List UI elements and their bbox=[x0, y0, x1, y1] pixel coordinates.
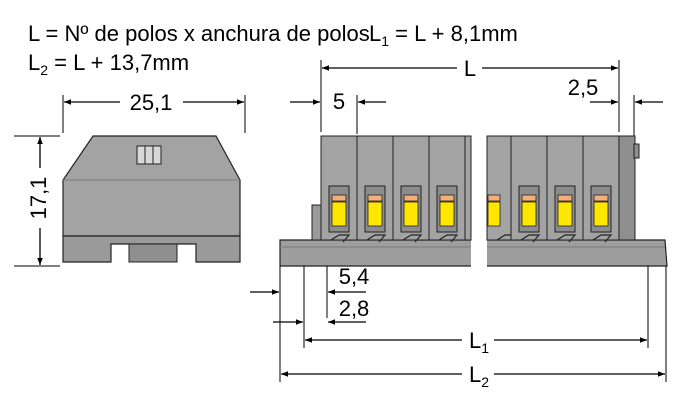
dim28-label: 2,8 bbox=[339, 296, 370, 321]
pole-group-right bbox=[486, 135, 620, 243]
side-marker-window bbox=[136, 145, 162, 165]
formula-l1-label: L bbox=[369, 21, 381, 46]
pole bbox=[582, 135, 620, 243]
pitch-label: 5 bbox=[333, 89, 345, 114]
side-height-label: 17,1 bbox=[26, 177, 51, 220]
front-break-gap-base bbox=[471, 238, 487, 268]
L1-label: L1 bbox=[469, 328, 489, 356]
side-view: 25,1 17,1 bbox=[14, 90, 246, 267]
side-rail-slot bbox=[128, 243, 178, 263]
formula-l1: L1 = L + 8,1mm bbox=[369, 21, 518, 49]
offset-label: 2,5 bbox=[568, 75, 599, 100]
formula-line-1: L = Nº de polos x anchura de polos bbox=[28, 21, 370, 46]
pole bbox=[320, 135, 358, 243]
front-end-plate bbox=[618, 135, 636, 241]
pole bbox=[356, 135, 394, 243]
pole-group-left bbox=[320, 135, 472, 243]
front-view: L 5 2,5 bbox=[250, 56, 668, 390]
formula-l2-rest: = L + 13,7mm bbox=[48, 50, 189, 75]
pole bbox=[546, 135, 584, 243]
formula-l2-sub: 2 bbox=[40, 62, 48, 78]
L2-label: L2 bbox=[469, 362, 489, 390]
formula-l2-label: L bbox=[28, 50, 40, 75]
front-left-tab bbox=[311, 204, 322, 241]
formula-l1-sub: 1 bbox=[381, 33, 389, 49]
dim54-label: 5,4 bbox=[339, 264, 370, 289]
L-label: L bbox=[464, 56, 476, 81]
side-base bbox=[62, 235, 241, 263]
formula-l1-rest: = L + 8,1mm bbox=[389, 21, 518, 46]
formula-block: L = Nº de polos x anchura de polos L1 = … bbox=[28, 21, 518, 78]
side-width-label: 25,1 bbox=[130, 90, 173, 115]
pole bbox=[392, 135, 430, 243]
pole bbox=[510, 135, 548, 243]
formula-l2: L2 = L + 13,7mm bbox=[28, 50, 189, 78]
pole bbox=[428, 135, 466, 243]
